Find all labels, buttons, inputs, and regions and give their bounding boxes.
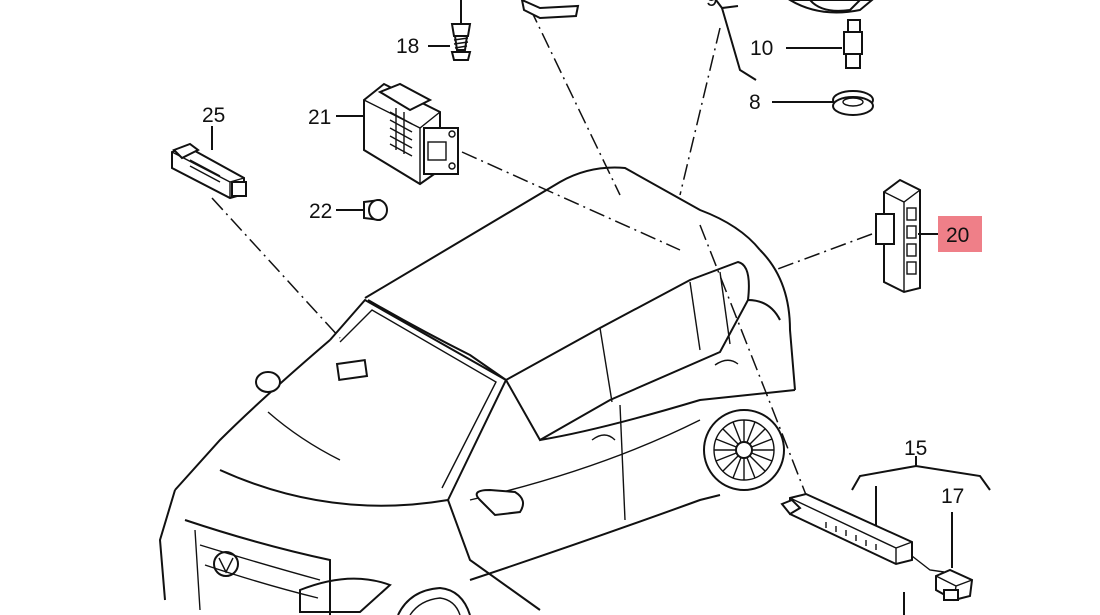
part-9-bracket	[520, 0, 874, 81]
part-21-control-unit	[336, 82, 459, 186]
highlight-box-20	[938, 216, 982, 252]
leader-lines	[211, 7, 873, 501]
callout-15[interactable]: 15	[904, 437, 927, 460]
part-15-antenna-module	[780, 456, 991, 615]
callout-10[interactable]: 10	[750, 37, 773, 60]
part-10-pin	[786, 19, 863, 69]
part-22-clip	[336, 198, 388, 222]
part-17-connector	[935, 512, 974, 602]
callout-21[interactable]: 21	[308, 106, 331, 129]
part-8-grommet	[772, 90, 874, 116]
callout-18[interactable]: 18	[396, 35, 419, 58]
callout-22[interactable]: 22	[309, 200, 332, 223]
callout-9[interactable]: 9	[706, 0, 718, 11]
callout-20[interactable]: 20	[946, 224, 969, 247]
callout-17[interactable]: 17	[941, 485, 964, 508]
callout-labels: 18 21 22 25 20 10 8 9 15 17	[202, 0, 982, 508]
vehicle-illustration	[158, 166, 796, 615]
part-25-module	[171, 126, 247, 200]
part-20-receiver	[875, 178, 938, 294]
part-18-screw	[428, 0, 472, 61]
callout-25[interactable]: 25	[202, 104, 225, 127]
callout-8[interactable]: 8	[749, 91, 761, 114]
